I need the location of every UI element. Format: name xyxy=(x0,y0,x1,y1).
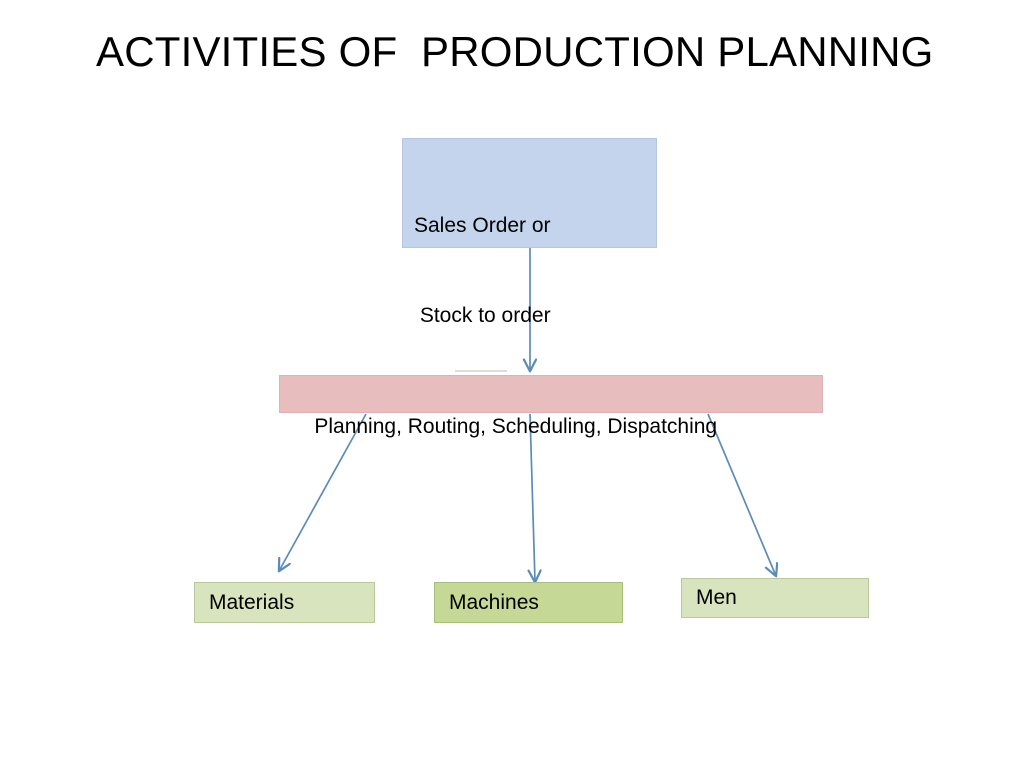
arrow-planning-to-men xyxy=(707,413,776,576)
stray-line-artifact xyxy=(455,370,507,372)
node-sales-order-line-1: Sales Order or xyxy=(414,214,551,237)
node-sales-order[interactable]: Sales Order or Stock to order xyxy=(402,138,657,327)
node-sales-order-line-2: Stock to order xyxy=(414,304,551,327)
node-men[interactable]: Men xyxy=(681,578,869,618)
node-planning-routing-scheduling-dispatching[interactable]: Planning, Routing, Scheduling, Dispatchi… xyxy=(279,375,823,438)
node-men-label: Men xyxy=(696,586,737,609)
node-machines-label: Machines xyxy=(449,590,539,614)
node-machines[interactable]: Machines xyxy=(434,582,623,623)
page-title: ACTIVITIES OF PRODUCTION PLANNING xyxy=(96,28,934,75)
node-planning-label: Planning, Routing, Scheduling, Dispatchi… xyxy=(314,415,718,438)
node-materials-label: Materials xyxy=(209,590,295,614)
node-materials[interactable]: Materials xyxy=(194,582,375,623)
